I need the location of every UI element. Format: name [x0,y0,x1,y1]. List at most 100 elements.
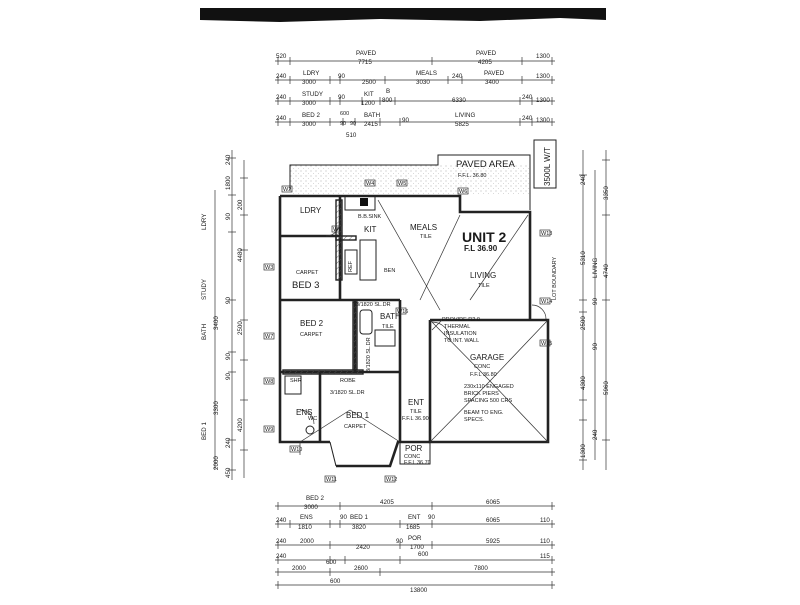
note-leader [431,319,443,331]
dim-top-r4-living: LIVING [455,112,475,119]
top-dimension-rows: 520 PAVED 7715 PAVED 4205 1300 240 LDRY … [275,50,555,139]
note-line: PROVIDE R2.0 [442,317,480,323]
dim-left-v6: 3400 [213,316,220,330]
bottom-dimension-rows: BED 2 3000 4205 6065 240 ENS 1810 90 BED… [275,495,555,594]
garage-roof-line [489,380,549,443]
right-dimension-column: 240 3350 5310 90 2500 90 4300 5960 240 1… [579,150,610,470]
dim-top-r4-r1: 240 [522,115,533,122]
dim-left-v13: 2000 [213,456,220,470]
window-tag: W1 [333,227,341,233]
water-tank [533,139,557,189]
label-bsink: B.B.SINK [358,214,382,220]
dim-top-r2-paved-val: 3400 [485,79,499,86]
dim-bottom-r3-por: POR [408,535,422,542]
dim-left-v12: 240 [225,437,232,448]
dim-right-v9: 1300 [580,444,587,458]
label-unit-fl: F.L 36.90 [464,244,498,253]
left-dimension-column: LDRY STUDY BATH BED 1 240 1800 200 90 44… [201,150,248,480]
label-garage-conc: CONC [474,364,490,370]
dim-top-r4-bed2: BED 2 [302,112,320,119]
label-meals-tile: TILE [420,234,432,240]
window-tag-box [281,185,293,193]
dim-top-r2-ldry-val: 3000 [302,79,316,86]
window-tag: W11 [326,477,337,483]
dim-top-r1-paved-b: PAVED [476,50,497,57]
exterior-wall-left [278,196,330,444]
label-ref: REF [348,260,354,272]
window-tag-box [364,179,376,187]
window-tags: W4 W5 W6 W2 W1 W3 W7 W8 W9 W10 W11 W12 W… [263,179,552,483]
dim-bottom-r2-ent: ENT [408,514,421,521]
dim-bottom-r5-v3: 7800 [474,565,488,572]
label-sldr2: 3/1820 SL.DR [356,302,391,308]
dim-top-r1-left: 520 [276,53,287,60]
window-tag: W6 [459,189,467,195]
dim-right-v3: 90 [592,298,599,305]
label-ent-ffl: F.F.L 36.90 [402,416,429,422]
window-tag: W2 [283,187,291,193]
paved-area-outline [289,154,531,210]
dim-top-r3-study: STUDY [302,91,323,98]
label-living: LIVING [470,271,496,280]
label-por-conc: CONC [404,454,420,460]
window-tag-box [263,425,275,433]
dim-right-v8: 240 [592,429,599,440]
label-garage: GARAGE [470,353,504,362]
dim-top-r2-g2: 240 [452,73,463,80]
dim-left-v8: 90 [225,353,232,360]
window-tag: W15 [541,341,552,347]
dim-top-r2-l1: 240 [276,73,287,80]
label-ldry: LDRY [300,206,322,215]
dim-top-r4-s3: 90 [350,121,356,127]
note-line: BEAM TO ENG. [464,410,504,416]
dim-bottom-r6-v1: 600 [330,578,341,585]
dim-bottom-r2-bed1: BED 1 [350,514,368,521]
label-bath-tile: TILE [382,324,394,330]
label-garage-ffl: F.F.L 36.80 [470,372,497,378]
porch [399,441,431,465]
scan-edge-bar [200,8,606,22]
dim-left-v4: 4480 [237,248,244,262]
label-por-ffl: F.F.L 36.70 [404,460,431,466]
label-sldr1: 3/1820 SL.DR [366,337,372,372]
window-tag-box [539,297,551,305]
window-tag: W8 [265,379,273,385]
dim-top-r4-bath-val: 2415 [364,121,378,128]
roof-hip-line [299,409,351,443]
dim-bottom-r6-total: 13800 [410,587,428,594]
label-bed3-carpet: CARPET [296,270,319,276]
dim-left-v9: 3300 [213,401,220,415]
dim-top-r3-r2: 1300 [536,97,550,104]
dim-top-r2-g1: 90 [338,73,345,80]
window-tag-box [457,187,469,195]
window-tag-box [539,339,551,347]
dim-top-r2-ldry: LDRY [303,70,319,77]
dim-top-r2-g1v: 2500 [362,79,376,86]
kitchen-sink-bench [344,195,376,211]
note-line: INSULATION [444,331,477,337]
dim-bottom-r4-right: 115 [540,553,550,560]
window-tag: W10 [291,447,302,453]
note-line: BRICK PIERS [464,391,499,397]
door-swing [431,321,451,341]
paved-area-fill [290,165,530,195]
label-living-tile: TILE [478,283,490,289]
label-bath: BATH [380,312,401,321]
dim-right-v2: 5310 [580,251,587,265]
dim-bottom-r2-ent-val: 1685 [406,524,420,531]
door-swing [299,409,315,425]
window-tag-box [396,179,408,187]
label-bed1-carpet: CARPET [344,424,367,430]
hatched-wall [352,301,358,371]
dim-bottom-r4-l1: 240 [276,553,287,560]
garage-roof-line [489,319,549,382]
window-tag-box [263,377,275,385]
dim-left-v3: 90 [225,213,232,220]
window-tag: W9 [265,427,273,433]
dim-right-v4: 2500 [580,316,587,330]
note-line: THERMAL [444,324,470,330]
dim-left-v2: 200 [237,199,244,210]
shower [284,375,302,395]
dim-bottom-r4-v2: 600 [418,551,429,558]
